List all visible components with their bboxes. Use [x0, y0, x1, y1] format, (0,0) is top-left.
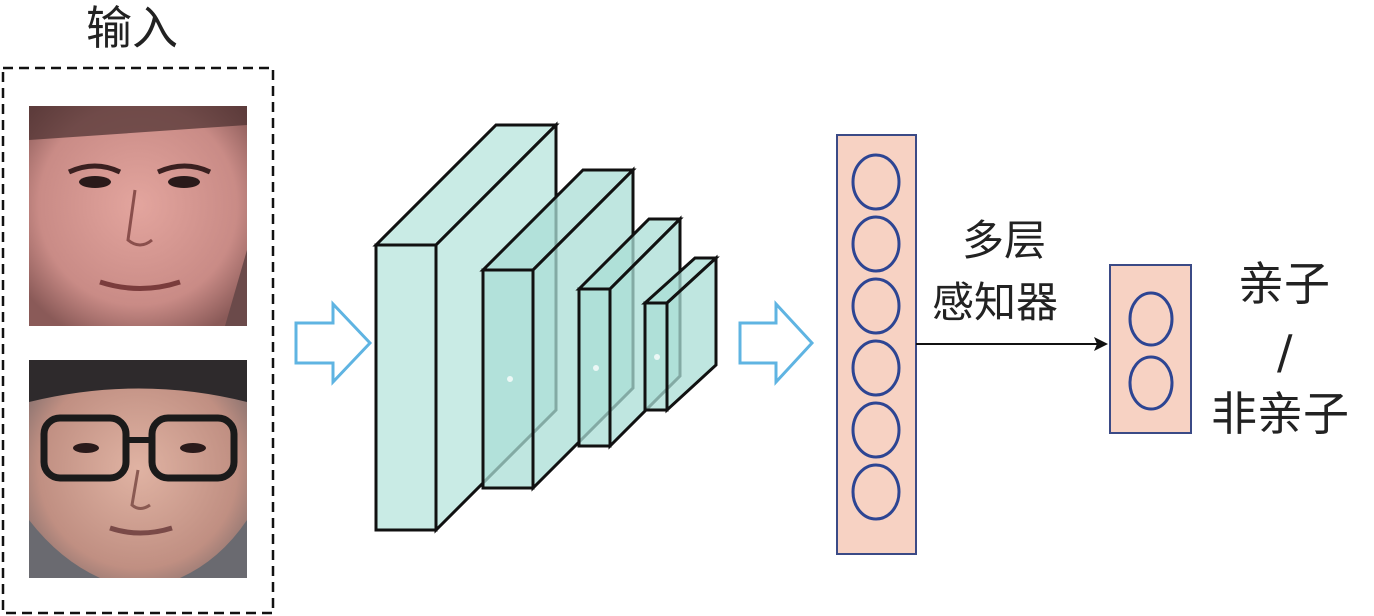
mlp-neuron-1	[851, 153, 901, 211]
cnn-block-2	[479, 166, 637, 492]
mlp-neurons	[851, 153, 901, 521]
output-neuron-2	[1128, 355, 1174, 411]
output-label-separator: /	[1277, 325, 1293, 379]
mlp-to-output-arrow	[916, 337, 1108, 351]
input-face-image-1	[29, 106, 247, 326]
mlp-neuron-4	[851, 339, 901, 397]
input-face-image-2	[29, 360, 247, 578]
mlp-layer	[836, 134, 917, 555]
mlp-neuron-2	[851, 215, 901, 273]
input-frame	[1, 66, 275, 615]
flow-arrow-2	[738, 300, 815, 386]
mlp-label-line1: 多层	[962, 216, 1047, 265]
flow-arrow-1	[294, 300, 373, 386]
output-neuron-1	[1128, 291, 1174, 347]
mlp-neuron-5	[851, 401, 901, 459]
cnn-block-4	[641, 254, 720, 414]
mlp-neuron-6	[851, 463, 901, 521]
output-label-bottom: 非亲子	[1211, 387, 1349, 441]
output-label-top: 亲子	[1238, 257, 1330, 311]
mlp-neuron-3	[851, 277, 901, 335]
mlp-label-line2: 感知器	[932, 278, 1059, 327]
input-label: 输入	[86, 1, 178, 55]
output-neurons	[1128, 291, 1174, 411]
